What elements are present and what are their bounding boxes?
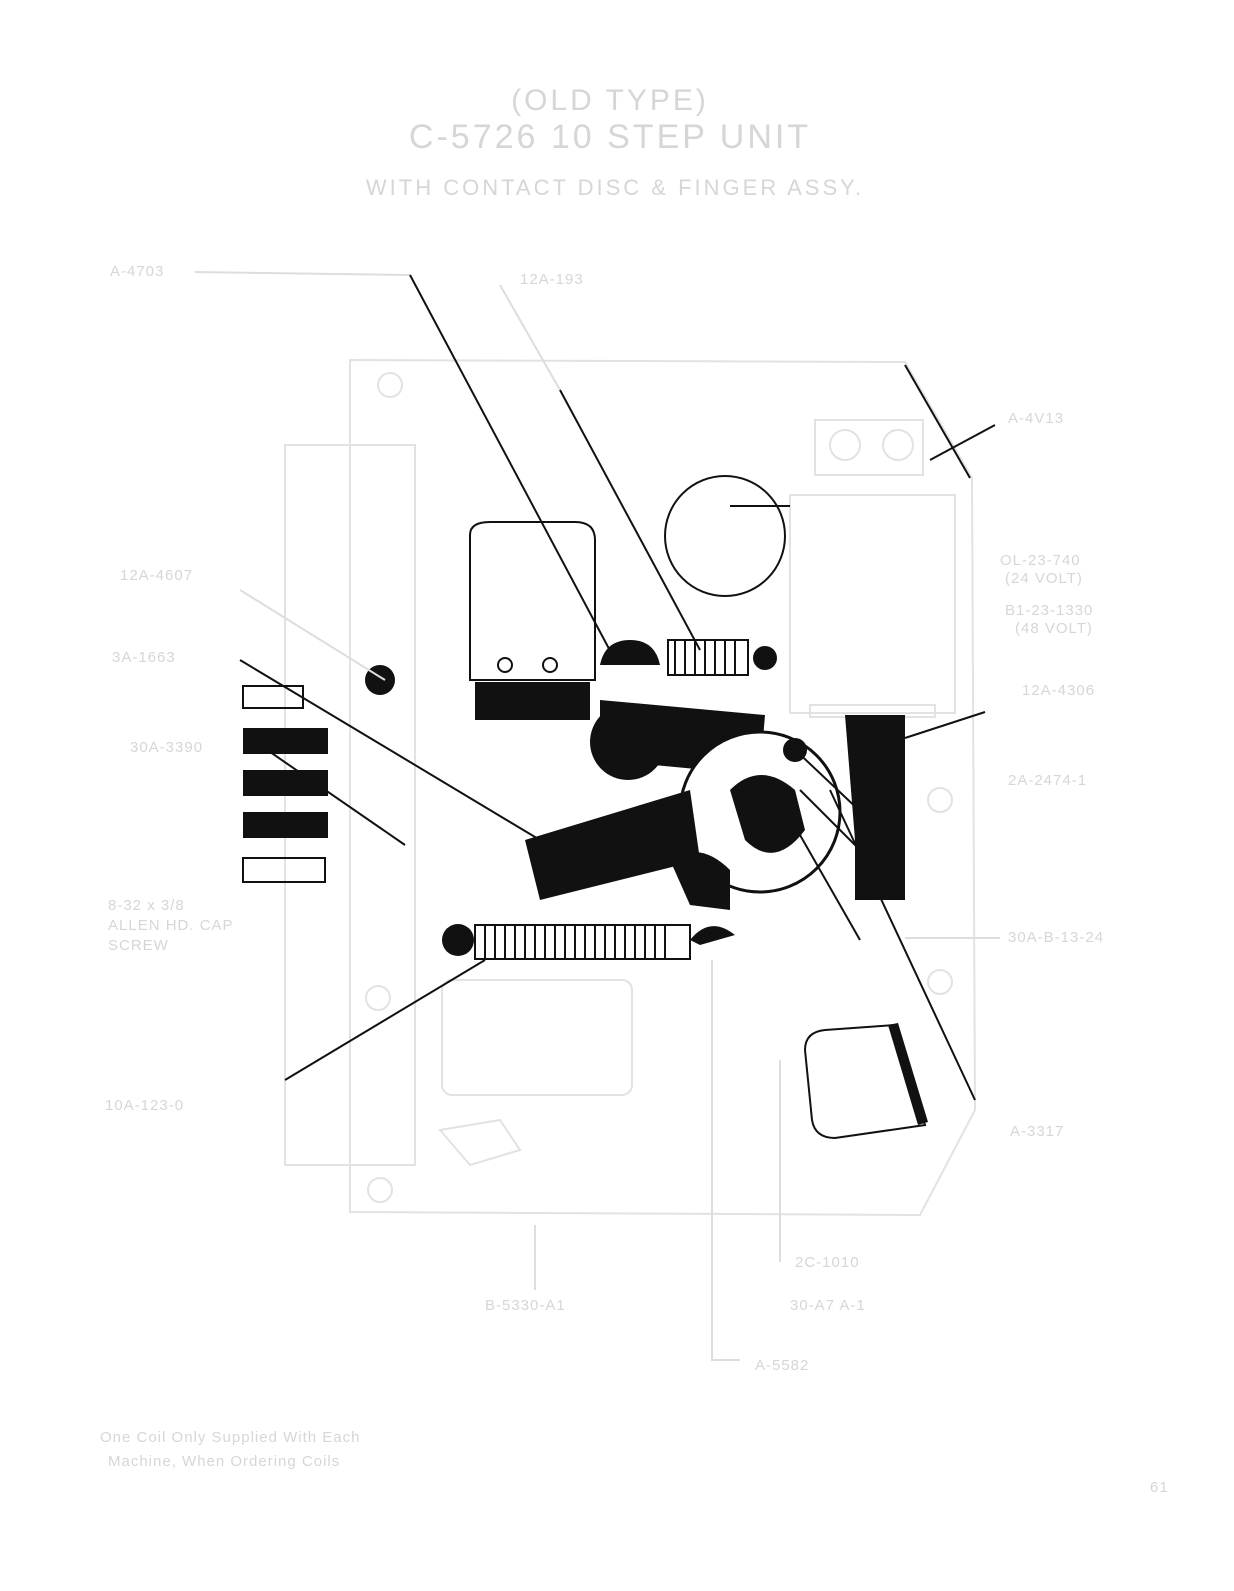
bottom-spring bbox=[442, 924, 735, 960]
label-b5330: B-5330-A1 bbox=[485, 1297, 566, 1314]
base-plate bbox=[284, 358, 977, 1217]
title-subtitle: WITH CONTACT DISC & FINGER ASSY. bbox=[366, 175, 864, 200]
relay-housing bbox=[469, 521, 596, 720]
label-12a-4306: 12A-4306 bbox=[1022, 682, 1095, 699]
label-screw-line3: SCREW bbox=[108, 937, 169, 954]
label-a3317: A-3317 bbox=[1010, 1123, 1064, 1140]
label-coil-48-note: (48 VOLT) bbox=[1015, 620, 1093, 637]
contact-fingers bbox=[242, 685, 328, 883]
top-spring bbox=[600, 639, 777, 676]
title-old-type: (OLD TYPE) bbox=[511, 84, 709, 117]
label-2a-2474: 2A-2474-1 bbox=[1008, 772, 1087, 789]
label-30a-b: 30A-B-13-24 bbox=[1008, 929, 1104, 946]
label-screw-line1: 8-32 x 3/8 bbox=[108, 897, 185, 914]
label-12a-4607: 12A-4607 bbox=[120, 567, 193, 584]
label-30-a7: 30-A7 A-1 bbox=[790, 1297, 866, 1314]
terminal-screws bbox=[814, 419, 924, 476]
label-3a-1663: 3A-1663 bbox=[112, 649, 176, 666]
contact-disc-circle bbox=[664, 475, 786, 597]
title-unit: C-5726 10 STEP UNIT bbox=[409, 118, 811, 156]
label-screw-line2: ALLEN HD. CAP bbox=[108, 917, 234, 934]
label-a5582: A-5582 bbox=[755, 1357, 809, 1374]
ratchet-mechanism bbox=[365, 665, 905, 910]
leader-lines bbox=[194, 271, 1000, 1361]
page-number: 61 bbox=[1150, 1479, 1169, 1496]
cover-plate bbox=[803, 1023, 927, 1140]
label-coil-24-note: (24 VOLT) bbox=[1005, 570, 1083, 587]
label-a4v13: A-4V13 bbox=[1008, 410, 1064, 427]
label-2c-1010: 2C-1010 bbox=[795, 1254, 860, 1271]
label-12a-193: 12A-193 bbox=[520, 271, 584, 288]
label-10a-123: 10A-123-0 bbox=[105, 1097, 184, 1114]
label-30a-3390: 30A-3390 bbox=[130, 739, 203, 756]
label-coil-48: B1-23-1330 bbox=[1005, 602, 1093, 619]
footnote-line1: One Coil Only Supplied With Each bbox=[100, 1429, 360, 1446]
label-coil-24: OL-23-740 bbox=[1000, 552, 1081, 569]
footnote-line2: Machine, When Ordering Coils bbox=[108, 1453, 340, 1470]
label-a4703: A-4703 bbox=[110, 263, 164, 280]
coil bbox=[789, 494, 956, 718]
